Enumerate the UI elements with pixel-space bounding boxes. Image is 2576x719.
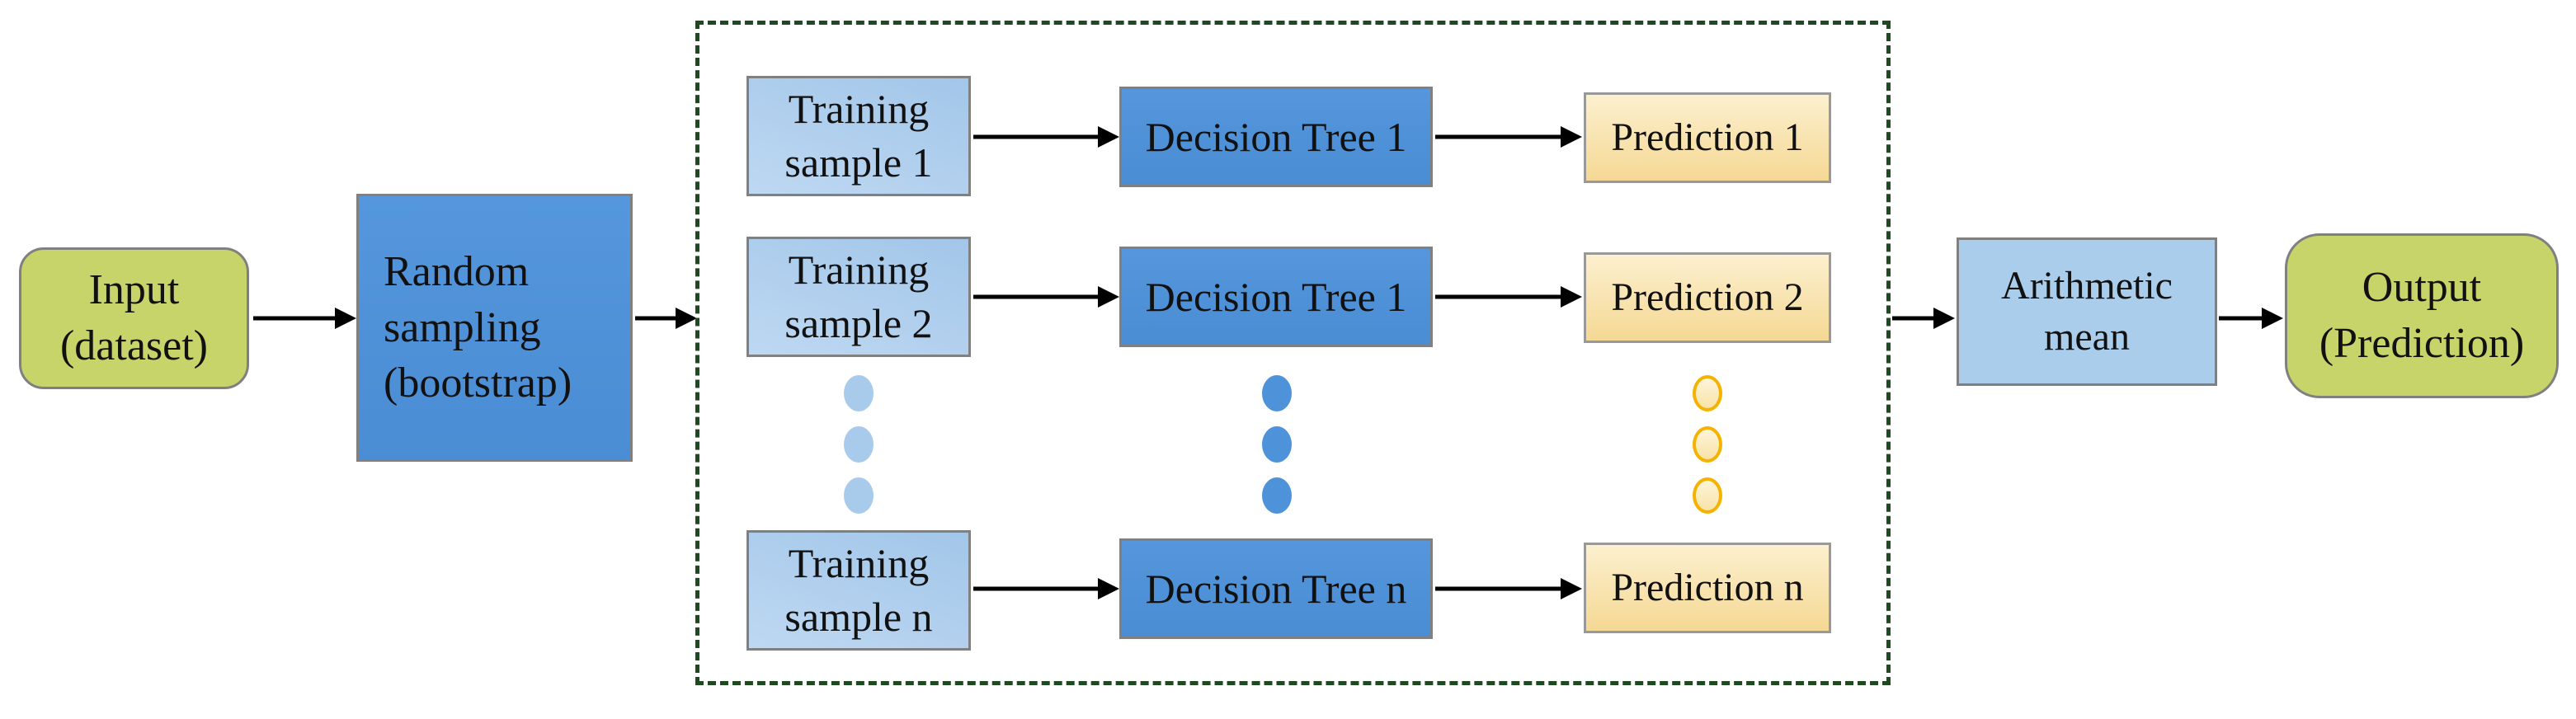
ellipsis-dot-tree bbox=[1262, 477, 1292, 514]
arrow-shaft bbox=[1435, 294, 1562, 299]
arrow-shaft bbox=[1892, 316, 1935, 321]
arrow-head bbox=[1098, 126, 1119, 148]
arrow-ensemble-to-mean bbox=[1892, 306, 1955, 331]
arrow-tree2-to-prediction2 bbox=[1435, 284, 1582, 309]
random-sampling-label: Random sampling (bootstrap) bbox=[384, 248, 572, 407]
arrow-training1-to-tree1 bbox=[973, 125, 1119, 149]
arrow-head bbox=[1098, 286, 1119, 308]
arithmetic-mean-box: Arithmetic mean bbox=[1957, 237, 2217, 386]
arrow-head bbox=[2262, 308, 2283, 329]
ellipsis-dot-tree bbox=[1262, 375, 1292, 411]
decision-tree-box-1: Decision Tree 1 bbox=[1119, 87, 1433, 187]
ellipsis-dot-prediction bbox=[1693, 375, 1722, 411]
training-sample-label: Training sample n bbox=[784, 540, 933, 640]
ellipsis-dot-tree bbox=[1262, 426, 1292, 463]
arrow-shaft bbox=[973, 586, 1100, 591]
ellipsis-dot-training bbox=[844, 426, 874, 463]
prediction-box-n: Prediction n bbox=[1584, 543, 1831, 633]
arrow-head bbox=[1561, 286, 1582, 308]
prediction-label: Prediction 2 bbox=[1611, 275, 1804, 319]
decision-tree-label: Decision Tree n bbox=[1145, 565, 1407, 612]
ellipsis-dot-prediction bbox=[1693, 426, 1722, 463]
prediction-box-2: Prediction 2 bbox=[1584, 252, 1831, 343]
decision-tree-label: Decision Tree 1 bbox=[1145, 113, 1407, 160]
training-sample-label: Training sample 2 bbox=[784, 247, 933, 346]
arrow-shaft bbox=[973, 134, 1100, 139]
arrow-treen-to-predictionn bbox=[1435, 576, 1582, 601]
input-label: Input (dataset) bbox=[59, 266, 208, 369]
arrow-shaft bbox=[1435, 134, 1562, 139]
prediction-label: Prediction 1 bbox=[1611, 115, 1804, 159]
input-box: Input (dataset) bbox=[19, 247, 249, 389]
ensemble-container bbox=[695, 21, 1891, 685]
arrow-head bbox=[1933, 308, 1955, 329]
arrow-tree1-to-prediction1 bbox=[1435, 125, 1582, 149]
arrow-training2-to-tree2 bbox=[973, 284, 1119, 309]
arrow-trainingn-to-treen bbox=[973, 576, 1119, 601]
arrow-shaft bbox=[973, 294, 1100, 299]
decision-tree-box-n: Decision Tree n bbox=[1119, 538, 1433, 639]
training-sample-box-1: Training sample 1 bbox=[746, 76, 971, 196]
training-sample-box-2: Training sample 2 bbox=[746, 237, 971, 357]
decision-tree-label: Decision Tree 1 bbox=[1145, 273, 1407, 320]
training-sample-label: Training sample 1 bbox=[784, 86, 933, 186]
ellipsis-dot-prediction bbox=[1693, 477, 1722, 514]
arrow-shaft bbox=[2219, 316, 2263, 321]
arrow-head bbox=[335, 308, 356, 329]
arrow-shaft bbox=[1435, 586, 1562, 591]
arrow-input-to-sampling bbox=[253, 306, 356, 331]
arrow-head bbox=[1561, 126, 1582, 148]
arithmetic-mean-label: Arithmetic mean bbox=[2001, 263, 2173, 359]
output-label: Output (Prediction) bbox=[2319, 264, 2525, 367]
arrow-head bbox=[1098, 578, 1119, 599]
prediction-label: Prediction n bbox=[1611, 565, 1804, 609]
random-sampling-box: Random sampling (bootstrap) bbox=[356, 194, 633, 462]
output-box: Output (Prediction) bbox=[2285, 233, 2559, 398]
arrow-head bbox=[676, 308, 697, 329]
arrow-mean-to-output bbox=[2219, 306, 2283, 331]
arrow-shaft bbox=[253, 316, 337, 321]
arrow-sampling-to-ensemble bbox=[635, 306, 697, 331]
arrow-head bbox=[1561, 578, 1582, 599]
training-sample-box-n: Training sample n bbox=[746, 530, 971, 651]
arrow-shaft bbox=[635, 316, 677, 321]
decision-tree-box-2: Decision Tree 1 bbox=[1119, 247, 1433, 347]
ellipsis-dot-training bbox=[844, 477, 874, 514]
prediction-box-1: Prediction 1 bbox=[1584, 92, 1831, 183]
ellipsis-dot-training bbox=[844, 375, 874, 411]
